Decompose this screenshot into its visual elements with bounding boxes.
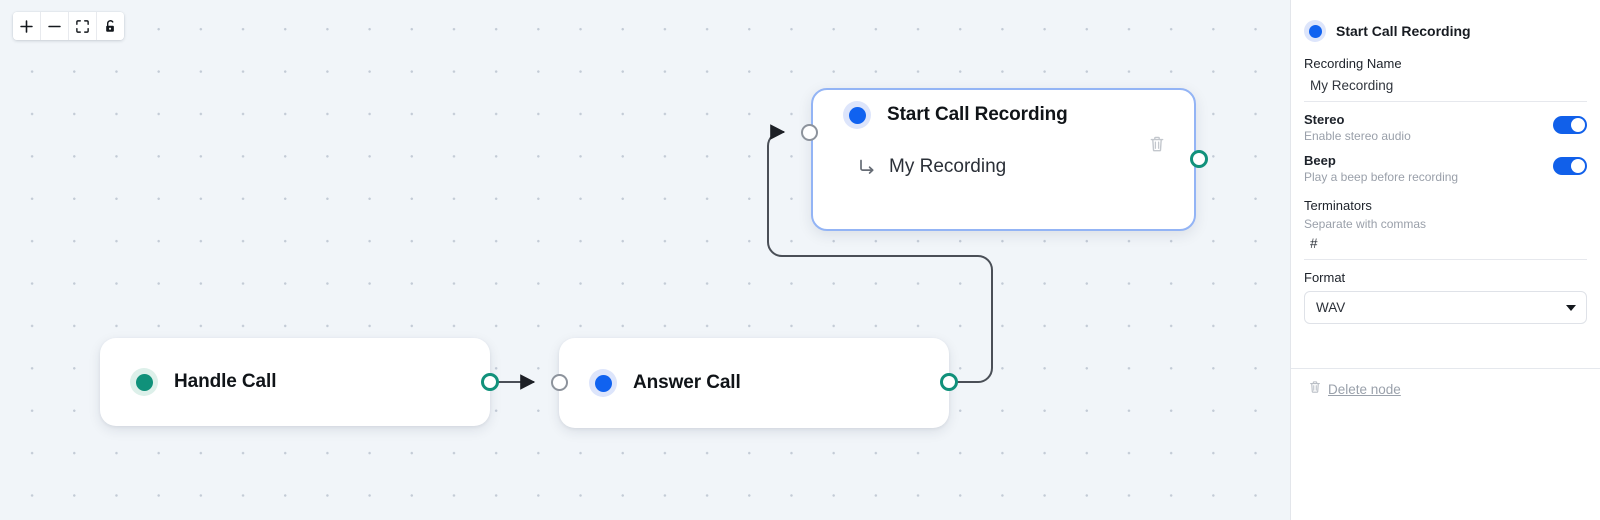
node-subtitle-row: My Recording — [813, 156, 1194, 178]
fit-view-icon — [75, 19, 90, 34]
node-start-call-recording[interactable]: Start Call Recording My Recording — [811, 88, 1196, 231]
plus-icon — [19, 19, 34, 34]
stereo-toggle-knob — [1571, 118, 1585, 132]
format-select[interactable]: WAV — [1304, 291, 1587, 324]
format-selected-value: WAV — [1316, 300, 1346, 315]
input-handle-start-call-recording[interactable] — [801, 124, 818, 141]
panel-status-dot-icon — [1304, 20, 1326, 42]
delete-node-button[interactable]: Delete node — [1308, 380, 1401, 399]
stereo-hint: Enable stereo audio — [1304, 129, 1411, 143]
stereo-label: Stereo — [1304, 112, 1345, 127]
node-subtitle: My Recording — [889, 156, 1007, 177]
terminators-label: Terminators — [1304, 198, 1372, 213]
trash-icon — [1308, 380, 1322, 399]
output-handle-answer-call[interactable] — [940, 373, 958, 391]
field-terminators: Terminators Separate with commas — [1304, 198, 1587, 260]
beep-toggle-knob — [1571, 159, 1585, 173]
minus-icon — [47, 19, 62, 34]
node-status-dot-icon — [589, 369, 617, 397]
node-title: Start Call Recording — [887, 104, 1068, 125]
node-header-row: Handle Call — [100, 338, 490, 426]
panel-header: Start Call Recording — [1291, 0, 1600, 56]
node-delete-trash-icon[interactable] — [1148, 135, 1166, 153]
edges-layer — [498, 124, 993, 390]
output-handle-handle-call[interactable] — [481, 373, 499, 391]
output-handle-start-call-recording[interactable] — [1190, 150, 1208, 168]
arrow-elbow-icon — [857, 157, 877, 177]
node-answer-call[interactable]: Answer Call — [559, 338, 949, 428]
recording-name-label: Recording Name — [1304, 56, 1402, 71]
zoom-in-button[interactable] — [13, 12, 41, 40]
stereo-texts: Stereo Enable stereo audio — [1304, 112, 1411, 143]
terminators-hint: Separate with commas — [1304, 217, 1427, 231]
beep-texts: Beep Play a beep before recording — [1304, 153, 1458, 184]
fit-view-button[interactable] — [69, 12, 97, 40]
canvas-toolbar — [13, 12, 124, 40]
terminators-input[interactable] — [1304, 233, 1587, 260]
recording-name-input[interactable] — [1304, 75, 1587, 102]
chevron-down-icon — [1566, 304, 1576, 311]
beep-label: Beep — [1304, 153, 1336, 168]
node-title: Answer Call — [633, 372, 741, 393]
field-format: Format WAV — [1304, 270, 1587, 324]
beep-toggle[interactable] — [1553, 157, 1587, 175]
field-recording-name: Recording Name — [1304, 56, 1587, 102]
node-properties-panel: Start Call Recording Recording Name Ster… — [1290, 0, 1600, 520]
lock-button[interactable] — [97, 12, 124, 40]
node-handle-call[interactable]: Handle Call — [100, 338, 490, 426]
node-status-dot-icon — [130, 368, 158, 396]
panel-divider — [1291, 368, 1600, 369]
panel-title: Start Call Recording — [1336, 23, 1471, 39]
node-header-row: Start Call Recording — [813, 90, 1194, 140]
stereo-toggle[interactable] — [1553, 116, 1587, 134]
node-header-row: Answer Call — [559, 338, 949, 428]
beep-hint: Play a beep before recording — [1304, 170, 1459, 184]
flow-canvas[interactable]: Handle Call Answer Call Start Call Recor… — [0, 0, 1290, 520]
delete-node-label: Delete node — [1328, 382, 1401, 397]
node-status-dot-icon — [843, 101, 871, 129]
panel-body: Recording Name Stereo Enable stereo audi… — [1291, 56, 1600, 324]
format-label: Format — [1304, 270, 1346, 285]
node-title: Handle Call — [174, 371, 277, 392]
zoom-out-button[interactable] — [41, 12, 69, 40]
field-beep: Beep Play a beep before recording — [1304, 143, 1587, 184]
field-stereo: Stereo Enable stereo audio — [1304, 102, 1587, 143]
unlock-icon — [103, 19, 118, 34]
input-handle-answer-call[interactable] — [551, 374, 568, 391]
